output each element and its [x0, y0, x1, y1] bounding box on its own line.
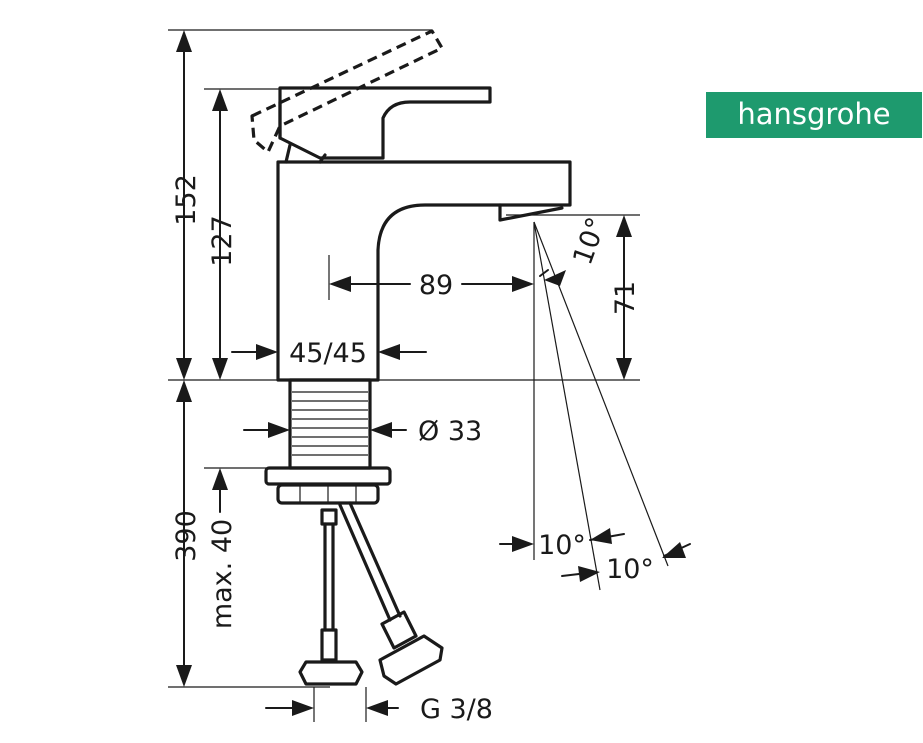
threaded-shank	[264, 378, 392, 505]
dim-spout-height: 127	[207, 215, 238, 267]
dimension-labels: 152 127 89 71 10° 45/45 Ø 33 390 max. 40…	[171, 174, 654, 725]
faucet-spout	[276, 160, 572, 382]
dim-lever-angle: 45/45	[289, 338, 367, 369]
brand-name: hansgrohe	[737, 97, 890, 131]
dimension-lines	[176, 30, 691, 716]
dim-spray-angle-1: 10°	[538, 530, 586, 561]
dim-spout-angle: 10°	[567, 213, 612, 269]
dim-shank-diameter: Ø 33	[418, 416, 482, 447]
lever-open-position	[250, 29, 444, 154]
lever-base	[284, 143, 327, 164]
aerator	[498, 203, 564, 222]
dim-total-height: 152	[171, 174, 202, 226]
dim-hose-length: 390	[171, 510, 202, 562]
brand-logo: hansgrohe	[706, 92, 922, 138]
dim-connection: G 3/8	[420, 694, 493, 725]
lever	[278, 86, 492, 160]
extension-lines	[168, 29, 640, 722]
supply-hoses	[298, 501, 444, 686]
faucet-body	[250, 29, 572, 382]
dim-max-thickness: max. 40	[207, 519, 238, 629]
dim-spray-angle-2: 10°	[606, 554, 654, 585]
dim-spout-reach: 89	[419, 270, 453, 301]
brand-logo-background	[706, 92, 922, 138]
dim-spout-clearance: 71	[610, 281, 641, 315]
